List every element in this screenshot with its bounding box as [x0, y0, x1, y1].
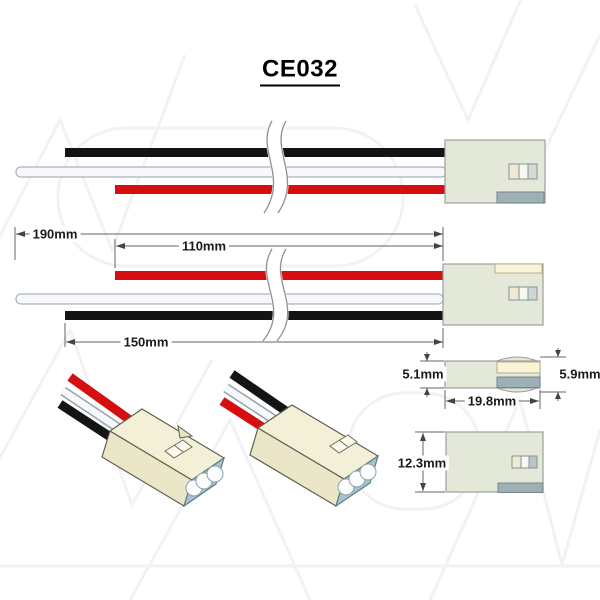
housing-bottom-view	[415, 431, 544, 493]
pin-window	[528, 455, 538, 469]
connector-housing	[442, 263, 544, 326]
watermark-zigzag	[128, 416, 312, 600]
dim-label-connector-width: 12.3mm	[394, 455, 450, 471]
housing-tab	[496, 361, 541, 374]
dimension-arrows	[420, 433, 426, 491]
watermark-zigzag	[543, 34, 600, 151]
wire-white	[15, 166, 447, 178]
break-symbol	[262, 244, 289, 346]
latch-bump-bottom	[496, 387, 538, 393]
wire-black	[65, 148, 446, 157]
latch-detail-line	[173, 444, 184, 453]
housing-side-view	[420, 348, 566, 409]
pin-hole	[359, 463, 377, 481]
pin-window	[518, 286, 529, 301]
dim-label-overall-length: 190mm	[29, 226, 81, 242]
latch-band	[496, 376, 541, 388]
break-symbol	[263, 116, 289, 218]
housing-tab	[494, 263, 543, 274]
dim-label-connector-length: 19.8mm	[464, 393, 520, 409]
latch-band	[497, 482, 544, 493]
pin-window	[527, 286, 538, 301]
watermark-zigzag	[413, 0, 523, 124]
connector-3d-view-a	[57, 373, 226, 508]
pin-window	[518, 163, 529, 180]
dimension-arrows	[424, 350, 561, 404]
dimension-lines	[14, 227, 444, 348]
connector-housing	[444, 139, 546, 204]
dim-label-overall-height: 5.9mm	[556, 366, 600, 382]
pin-window	[520, 455, 530, 469]
pin-window	[511, 455, 522, 469]
pin-window	[527, 163, 538, 180]
latch-detail-line	[338, 439, 349, 448]
dim-label-red-wire: 110mm	[178, 238, 230, 254]
wire-white	[15, 293, 444, 305]
latch-band	[496, 191, 545, 204]
dim-label-black-wire: 150mm	[120, 334, 172, 350]
dim-label-body-height: 5.1mm	[399, 366, 447, 382]
latch-notch	[177, 424, 194, 439]
page-title: CE032	[260, 56, 340, 87]
wire-red	[67, 373, 133, 424]
latch-bump-top	[496, 356, 538, 362]
connector-3d-view-b	[219, 370, 380, 508]
pin-window	[508, 163, 520, 180]
dimension-arrows	[16, 231, 443, 345]
wire-white	[61, 388, 125, 434]
pin-hole	[206, 465, 224, 483]
top-cable-view	[15, 116, 546, 218]
pin-window	[508, 286, 520, 301]
wire-black	[65, 311, 443, 320]
watermark-stadium	[56, 126, 405, 268]
dimensioned-cable-view	[14, 227, 544, 348]
